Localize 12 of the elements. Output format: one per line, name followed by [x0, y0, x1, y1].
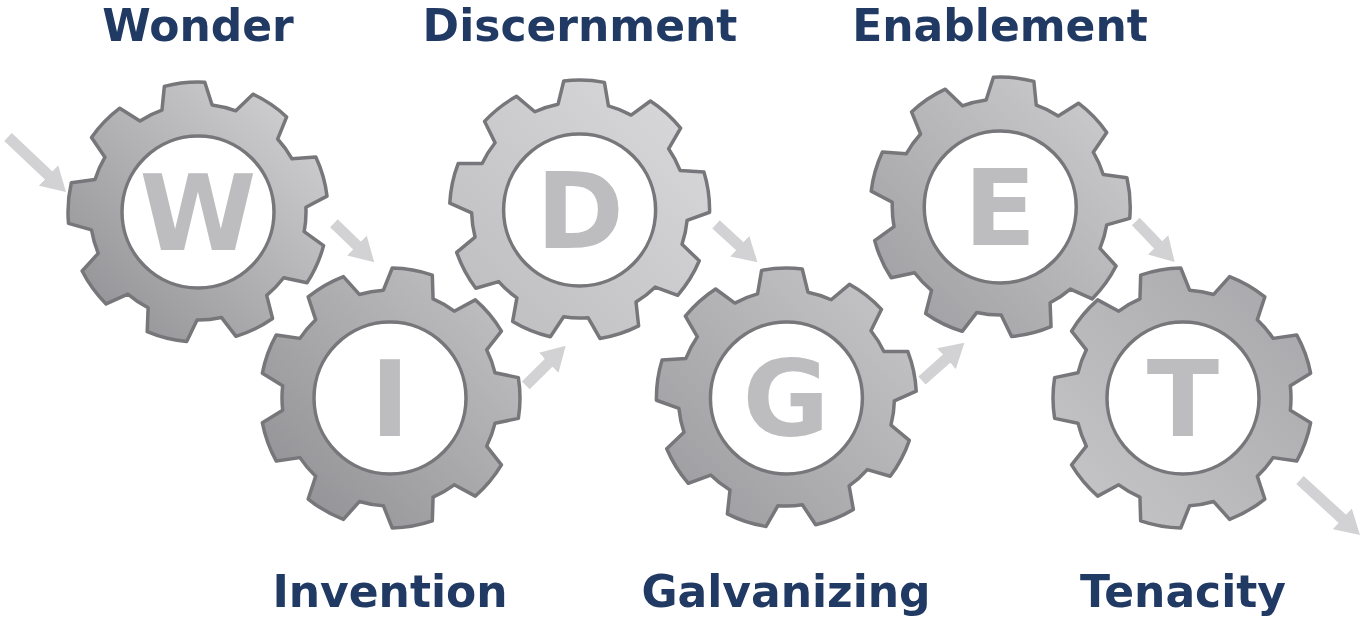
gear-letter: E	[963, 152, 1037, 262]
gear-letter: D	[536, 155, 624, 265]
step-title: Tenacity	[1080, 566, 1286, 618]
step-title: Enablement	[852, 0, 1148, 52]
step-title: Invention	[272, 566, 508, 618]
step-title: Galvanizing	[641, 566, 931, 618]
gear-letter: W	[139, 157, 257, 267]
gear-letter: T	[1146, 343, 1220, 453]
gear-letter: I	[370, 343, 410, 453]
step-title: Discernment	[422, 0, 738, 52]
step-title: Wonder	[102, 0, 294, 52]
gear-letter: G	[742, 343, 830, 453]
